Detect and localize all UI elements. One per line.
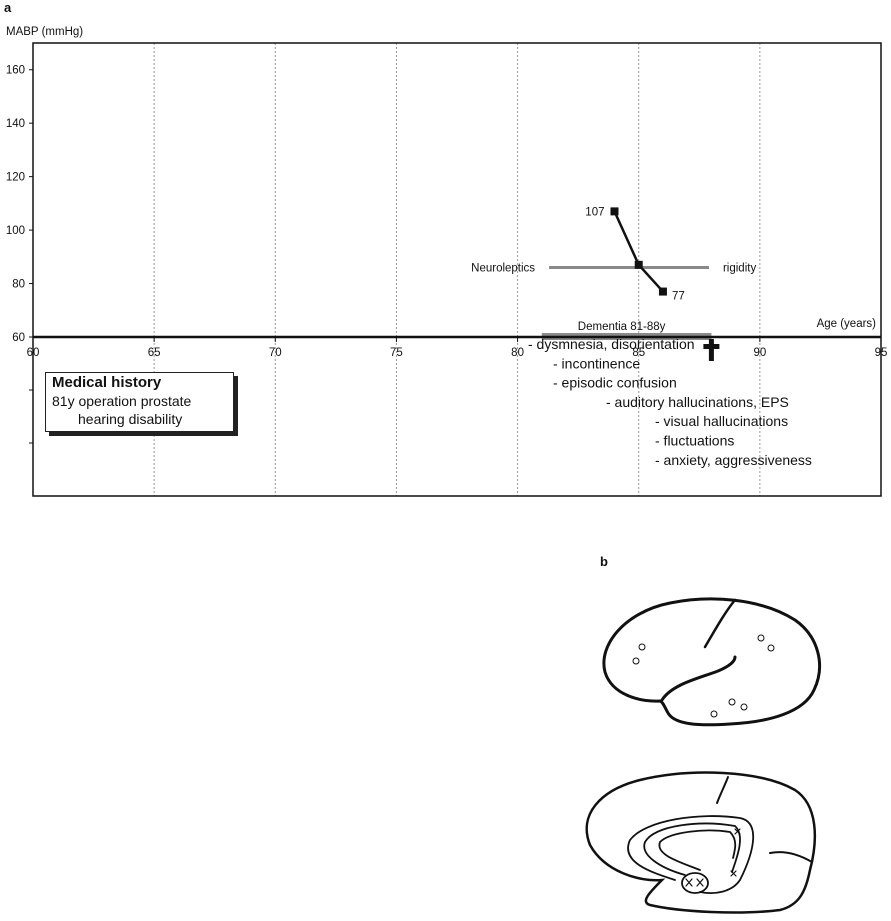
panel-label-a: a	[4, 0, 12, 15]
x-tick-label: 75	[390, 347, 403, 359]
symptom-item: - dysmnesia, disorientation	[528, 336, 695, 352]
y-tick-label: 60	[12, 332, 25, 344]
lateral-brain-drawing	[602, 597, 822, 727]
y-tick-label: 140	[6, 118, 25, 130]
mabp-point-label: 107	[585, 206, 604, 218]
neuroleptics-label: Neuroleptics	[471, 263, 535, 275]
x-tick-label: 95	[875, 347, 888, 359]
x-tick-label: 85	[632, 347, 645, 359]
symptom-item: - visual hallucinations	[655, 413, 788, 429]
cross-horizontal	[703, 344, 720, 349]
medical-history-line: 81y operation prostate	[52, 393, 192, 409]
x-tick-label: 70	[269, 347, 282, 359]
y-tick-label: 100	[6, 225, 25, 237]
y-ticks: 60 80 100 120 140 160	[6, 65, 33, 344]
death-cross-icon	[703, 339, 720, 361]
dementia-label: Dementia 81-88y	[578, 321, 666, 333]
mabp-point-label: 77	[672, 291, 685, 303]
cross-vertical	[708, 339, 714, 361]
x-tick-label: 65	[148, 347, 161, 359]
symptom-item: - fluctuations	[655, 433, 734, 449]
y-tick-label: 160	[6, 65, 25, 77]
x-ticks: 60 65 70 75 80 85 90 95	[27, 337, 888, 359]
medical-history-line: hearing disability	[78, 411, 183, 427]
symptom-item: - auditory hallucinations, EPS	[606, 394, 789, 410]
y-axis-label: MABP (mmHg)	[6, 26, 83, 38]
symptom-item: - incontinence	[553, 355, 640, 371]
medial-brain-drawing	[585, 771, 817, 914]
y-tick-label: 120	[6, 172, 25, 184]
symptom-item: - episodic confusion	[553, 375, 677, 391]
x-tick-label: 80	[511, 347, 524, 359]
medical-history-title: Medical history	[52, 374, 162, 391]
panel-label-b: b	[600, 554, 608, 569]
mabp-point	[610, 207, 619, 216]
y-tick-label: 80	[12, 279, 25, 291]
x-axis-label: Age (years)	[817, 318, 877, 330]
x-tick-label: 60	[27, 347, 40, 359]
x-tick-label: 90	[753, 347, 766, 359]
mabp-point	[658, 287, 667, 296]
medical-history-box: Medical history 81y operation prostate h…	[45, 372, 234, 432]
symptom-list: - dysmnesia, disorientation - incontinenc…	[528, 336, 812, 468]
mabp-point	[634, 260, 643, 269]
rigidity-label: rigidity	[723, 263, 756, 275]
symptom-item: - anxiety, aggressiveness	[655, 452, 812, 468]
plot-frame	[32, 42, 882, 497]
